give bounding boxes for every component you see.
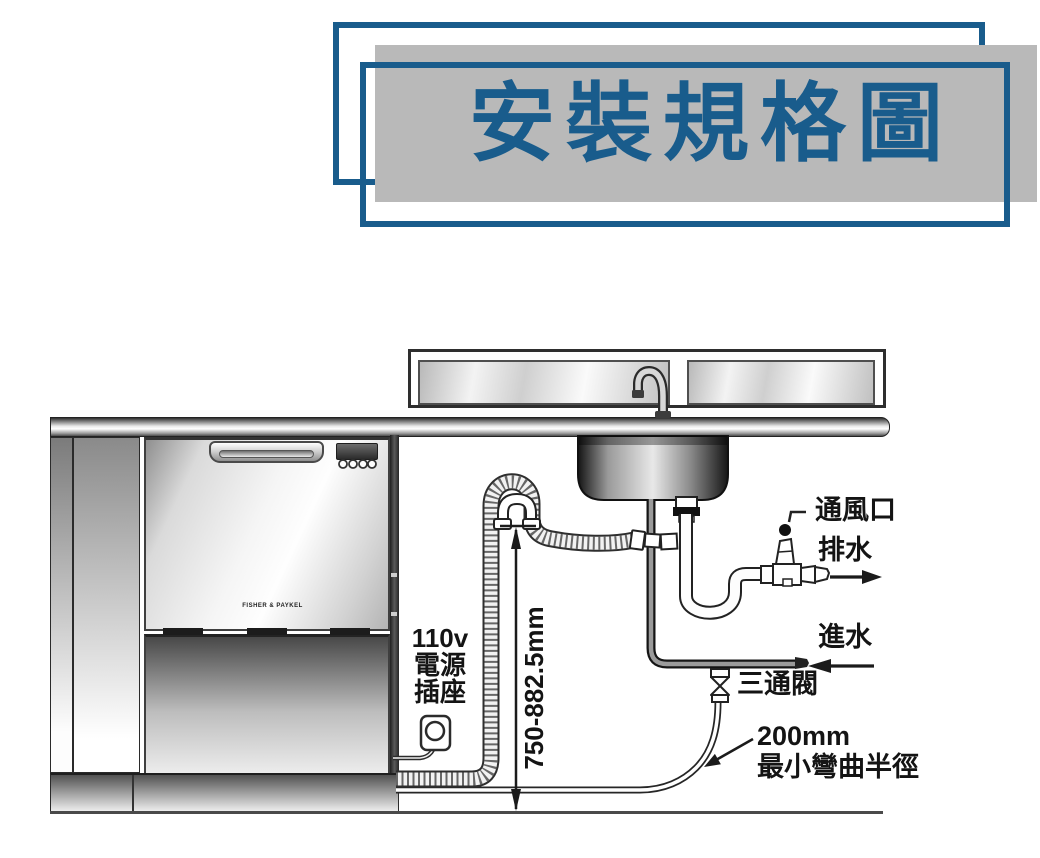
vent-valve-icon [774, 537, 796, 565]
drawer-gap-notch [247, 628, 287, 635]
power-cord [393, 739, 438, 761]
cabinet-right-stile [390, 435, 399, 812]
dishwasher-lower-panel [144, 634, 390, 773]
floor-line [50, 811, 883, 814]
toe-kick [50, 773, 398, 811]
power-voltage: 110v [411, 623, 469, 653]
dishwasher-drawer-front [144, 437, 390, 631]
inlet-label: 進水 [818, 622, 872, 652]
vent-label: 通風口 [815, 495, 896, 525]
drawer-gap-notch [163, 628, 203, 635]
drain-arrow [830, 570, 882, 584]
sink-drain-tailpiece [673, 496, 700, 523]
drawer-gap-notch [330, 628, 370, 635]
power-word2: 插座 [413, 677, 466, 707]
backsplash-panel-left [418, 360, 670, 405]
vent-pointer-line [787, 510, 806, 523]
power-outlet-icon [393, 714, 452, 761]
height-range-label: 750-882.5mm [519, 606, 549, 770]
banner-outline-front [360, 62, 1010, 227]
power-word1: 電源 [413, 650, 466, 680]
three-way-valve-icon [710, 668, 730, 703]
cabinet-left-panel [73, 437, 140, 773]
three-way-valve-label: 三通閥 [737, 669, 818, 699]
drain-hose-fitting [628, 529, 679, 551]
backsplash-panel-right [687, 360, 875, 405]
countertop [50, 417, 890, 437]
dishwasher-control-panel [336, 443, 378, 460]
bend-radius-value: 200mm [757, 721, 851, 751]
supply-pipe [646, 499, 809, 669]
dishwasher-handle-slot [219, 450, 314, 458]
inlet-hose [396, 701, 722, 794]
page-title: 安裝規格圖 [469, 75, 954, 172]
hose-clip [493, 492, 541, 530]
power-outlet-label: 110v 電源 插座 [410, 625, 470, 706]
sink-basin [577, 435, 729, 501]
drain-label: 排水 [818, 535, 872, 565]
toe-kick-divider [132, 775, 134, 811]
cabinet-left-stile [50, 437, 73, 773]
dishwasher-brand-label: FISHER & PAYKEL [242, 603, 303, 609]
title-banner: 安裝規格圖 [375, 45, 1037, 202]
bend-radius-label: 200mm 最小彎曲半徑 [757, 722, 919, 782]
p-trap-pipe [679, 514, 763, 620]
bend-radius-caption: 最小彎曲半徑 [757, 752, 919, 783]
bend-radius-arrow [704, 737, 754, 767]
vent-dot-icon [779, 524, 791, 536]
